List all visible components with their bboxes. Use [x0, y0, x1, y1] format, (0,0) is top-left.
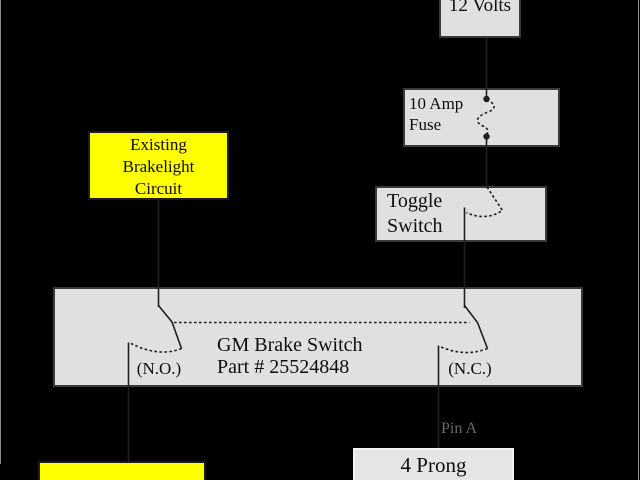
lower-brakelight-box: [38, 461, 206, 480]
pin-a-label: Pin A: [441, 420, 478, 437]
right-frame-line: [638, 0, 639, 480]
gm-label-line1: GM Brake Switch: [217, 334, 363, 356]
toggle-label-line1: Toggle: [387, 190, 443, 212]
toggle-label-line2: Switch: [387, 215, 443, 237]
gm-label: GM Brake Switch Part # 25524848: [217, 334, 363, 378]
brakelight-label-line1: Existing: [130, 135, 187, 154]
brakelight-label-line3: Circuit: [134, 179, 183, 198]
four-prong-connector-box: 4 Prong: [353, 448, 514, 480]
brakelight-label-line2: Brakelight: [122, 157, 195, 176]
toggle-switch-box: Toggle Switch: [375, 186, 547, 242]
fuse-label-line1: 10 Amp: [409, 94, 464, 113]
terminal-no-label: (N.O.): [136, 359, 182, 378]
existing-brakelight-circuit-box: Existing Brakelight Circuit: [88, 131, 229, 200]
fuse-box: 10 Amp Fuse: [403, 88, 560, 147]
terminal-nc-label: (N.C.): [448, 359, 492, 378]
fuse-label-line2: Fuse: [409, 115, 442, 134]
gm-brake-switch-box: GM Brake Switch Part # 25524848 (N.O.) (…: [53, 287, 583, 387]
supply-12v-box: 12 Volts: [439, 0, 521, 38]
supply-label: 12 Volts: [448, 0, 512, 16]
connector-label: 4 Prong: [400, 453, 467, 477]
gm-label-line2: Part # 25524848: [217, 356, 350, 378]
left-frame-line: [0, 0, 1, 464]
